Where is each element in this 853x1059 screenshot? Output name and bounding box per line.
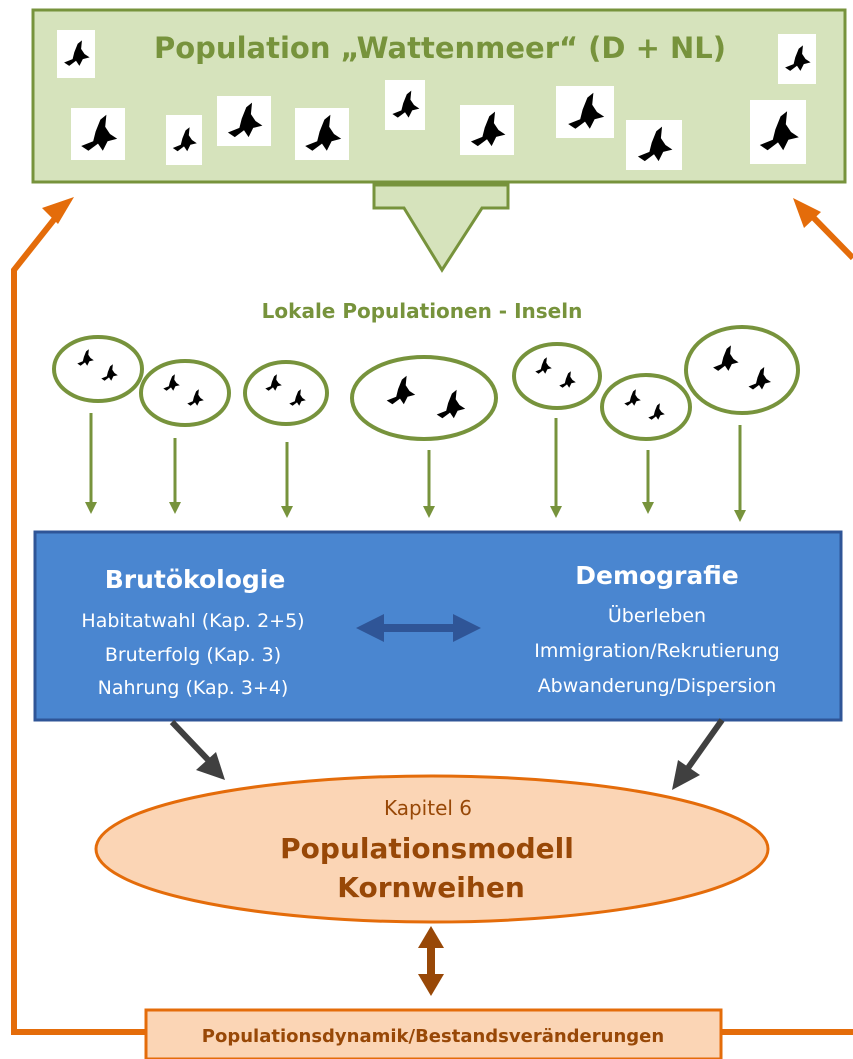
local-populations-title: Lokale Populationen - Inseln bbox=[262, 299, 583, 323]
harrier-silhouette-icon bbox=[750, 100, 806, 164]
island-circle bbox=[243, 360, 329, 426]
analysis-to-model-arrows bbox=[169, 718, 725, 790]
demografie-line-2: Immigration/Rekrutierung bbox=[534, 640, 779, 662]
model-title-line-2: Kornweihen bbox=[337, 871, 525, 904]
island-circle bbox=[52, 335, 144, 403]
population-dynamics-box bbox=[144, 1008, 723, 1059]
top-bird-icons bbox=[57, 30, 816, 170]
island-populations bbox=[52, 325, 800, 441]
demografie-line-3: Abwanderung/Dispersion bbox=[538, 675, 777, 697]
harrier-silhouette-icon bbox=[295, 108, 349, 160]
island-circle bbox=[684, 325, 800, 415]
feedback-arrowhead-left bbox=[42, 197, 74, 224]
top-box-title: Population „Wattenmeer“ (D + NL) bbox=[154, 31, 726, 65]
bidirectional-arrow-blue bbox=[356, 614, 481, 642]
harrier-silhouette-icon bbox=[626, 120, 682, 170]
down-arrow-to-local bbox=[372, 183, 510, 273]
harrier-silhouette-icon bbox=[217, 96, 271, 146]
harrier-silhouette-icon bbox=[71, 108, 125, 160]
harrier-silhouette-icon bbox=[556, 86, 614, 138]
model-title-line-1: Populationsmodell bbox=[280, 832, 574, 865]
population-dynamics-label: Populationsdynamik/Bestandsveränderungen bbox=[202, 1026, 664, 1047]
harrier-silhouette-icon bbox=[166, 115, 202, 165]
harrier-silhouette-icon bbox=[778, 34, 816, 84]
feedback-arrowhead-right bbox=[793, 198, 821, 228]
harrier-silhouette-icon bbox=[57, 30, 95, 78]
island-circle bbox=[139, 359, 231, 427]
island-to-analysis-arrows bbox=[85, 413, 746, 522]
brutoekologie-line-2: Bruterfolg (Kap. 3) bbox=[105, 644, 281, 666]
feedback-loop bbox=[11, 209, 853, 1035]
brutoekologie-line-1: Habitatwahl (Kap. 2+5) bbox=[81, 610, 304, 632]
demografie-line-1: Überleben bbox=[608, 604, 706, 627]
harrier-silhouette-icon bbox=[385, 80, 425, 130]
island-circle bbox=[350, 355, 498, 441]
island-circle bbox=[512, 342, 602, 410]
model-chapter: Kapitel 6 bbox=[384, 796, 472, 820]
island-circle bbox=[600, 373, 692, 441]
population-model-ellipse bbox=[94, 774, 770, 924]
demografie-heading: Demografie bbox=[575, 561, 739, 590]
brutoekologie-heading: Brutökologie bbox=[105, 565, 286, 594]
harrier-silhouette-icon bbox=[460, 105, 514, 155]
bidirectional-arrow-brown bbox=[418, 926, 444, 996]
brutoekologie-line-3: Nahrung (Kap. 3+4) bbox=[98, 677, 289, 699]
